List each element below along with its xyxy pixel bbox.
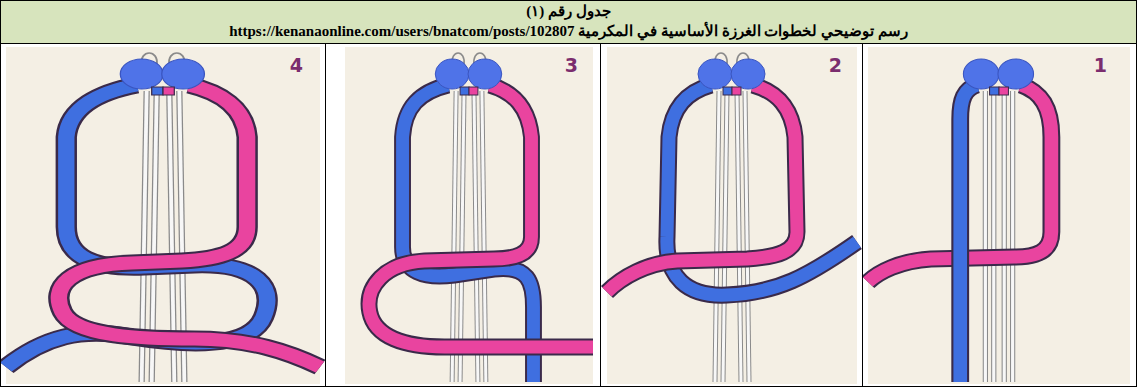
core-cord-outline: [1002, 91, 1007, 382]
macrame-panels: [6, 47, 1130, 384]
table-caption: رسم توضيحي لخطوات الغرزة الأساسية في الم…: [0, 22, 1137, 40]
cord-tab: [469, 87, 478, 95]
bead: [998, 59, 1034, 89]
bead: [162, 59, 205, 89]
core-cord: [1011, 91, 1014, 382]
step-cell: 1: [863, 44, 1137, 387]
step-number: 3: [565, 56, 578, 75]
bead: [468, 59, 502, 89]
cord-tab: [152, 87, 163, 95]
cord-tab: [460, 87, 469, 95]
core-cord: [715, 91, 719, 382]
figure-ground: [607, 47, 857, 384]
cord-tab: [999, 87, 1008, 95]
core-cord: [992, 91, 995, 382]
core-cord: [1003, 91, 1006, 382]
core-cord: [452, 91, 456, 382]
core-cord-outline: [482, 91, 486, 382]
cord-outline: [960, 85, 977, 382]
header-band: [0, 0, 1137, 43]
core-cord: [984, 91, 987, 382]
core-cord-outline: [991, 91, 996, 382]
step-number: 4: [290, 56, 303, 75]
bead: [120, 59, 163, 89]
bead: [698, 59, 732, 89]
core-cord-outline: [737, 91, 741, 382]
working-cord: [960, 85, 977, 382]
step-cell: 2: [601, 44, 862, 387]
knot-step-figure: [6, 47, 320, 384]
core-cord-outline: [983, 91, 988, 382]
step-number: 2: [829, 56, 842, 75]
cord-outline: [607, 85, 797, 292]
cord-outline: [6, 85, 267, 367]
core-cord: [482, 91, 486, 382]
core-cord-outline: [460, 91, 464, 382]
bead: [963, 59, 999, 89]
cord-outline: [369, 85, 593, 347]
core-cord-outline: [452, 91, 456, 382]
bead: [435, 59, 469, 89]
cord-tab: [732, 87, 741, 95]
step-number: 1: [1094, 56, 1107, 75]
knot-step-figure: [868, 47, 1130, 384]
working-cord: [369, 85, 593, 347]
cord-tab: [163, 87, 174, 95]
core-cord: [474, 91, 478, 382]
knot-step-figure: [345, 47, 593, 384]
working-cord: [59, 85, 320, 367]
core-cord-outline: [474, 91, 478, 382]
bead: [731, 59, 765, 89]
figure-ground: [6, 47, 320, 384]
core-cord-outline: [1010, 91, 1015, 382]
step-cell: 4: [0, 44, 325, 387]
cord-outline: [59, 85, 320, 367]
core-cord-outline: [723, 91, 727, 382]
step-cell: 3: [326, 44, 600, 387]
figure-ground: [868, 47, 1130, 384]
working-cord: [607, 85, 797, 292]
core-cord: [723, 91, 727, 382]
figure-ground: [345, 47, 593, 384]
core-cord-outline: [745, 91, 749, 382]
knot-step-figure: [607, 47, 857, 384]
cord-tab: [990, 87, 999, 95]
cord-tab: [723, 87, 732, 95]
table-title: جدول رقم (١): [0, 2, 1137, 20]
core-cord: [745, 91, 749, 382]
core-cord: [460, 91, 464, 382]
working-cord: [6, 85, 267, 367]
core-cord-outline: [715, 91, 719, 382]
core-cord: [737, 91, 741, 382]
